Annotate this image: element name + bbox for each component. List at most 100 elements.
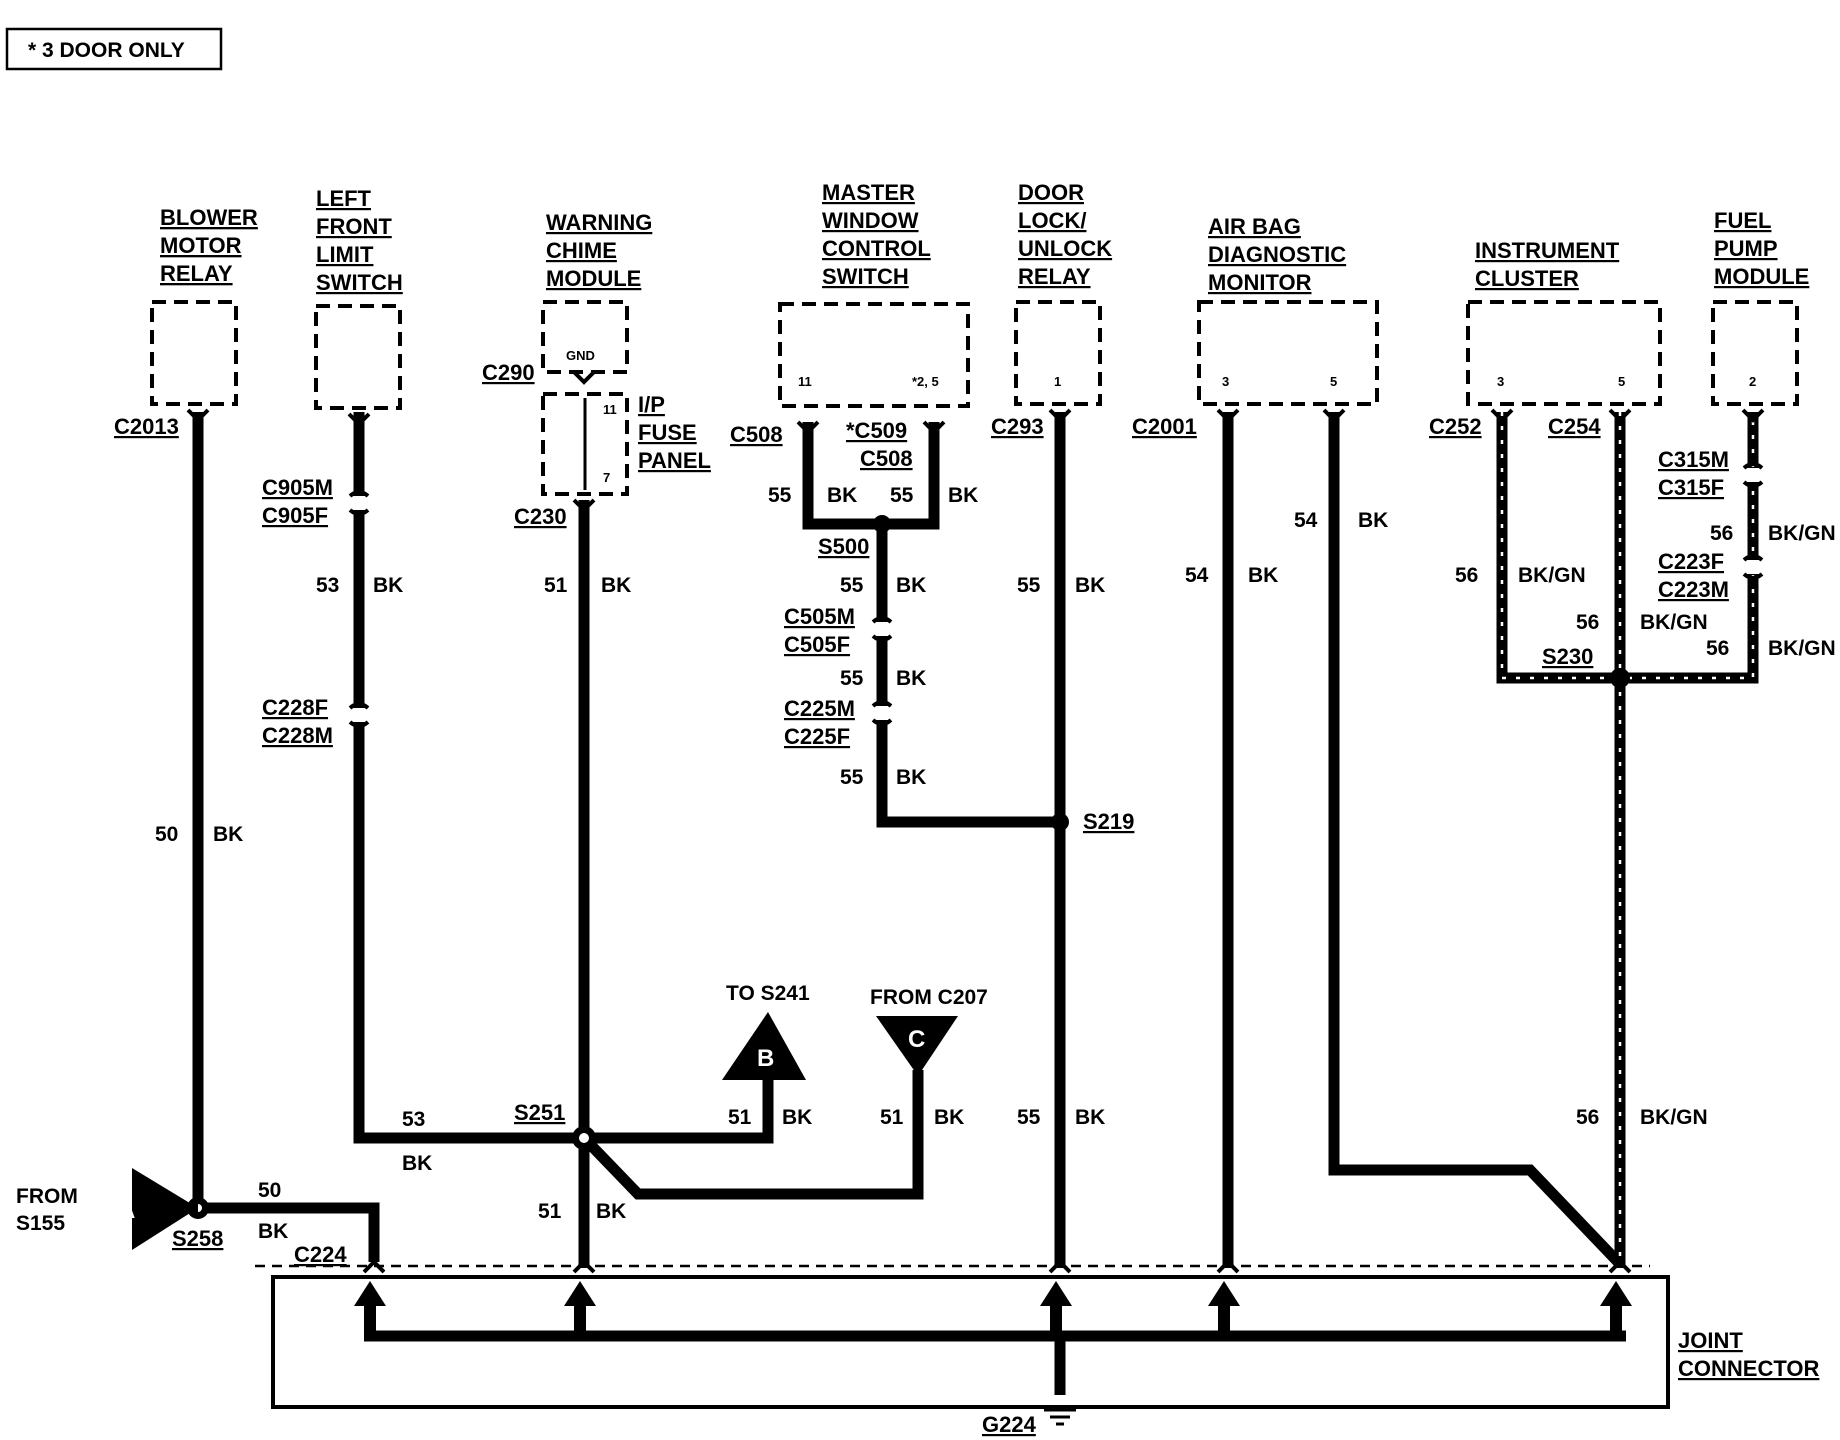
wl-55g-num: 55	[1017, 1106, 1041, 1129]
fuse-title-3: PANEL	[638, 448, 711, 473]
offpage-c-text: FROM C207	[870, 986, 988, 1009]
label-c905m: C905M	[262, 475, 333, 500]
wl-56e-num: 56	[1576, 1106, 1599, 1129]
connector-arcs	[348, 462, 1764, 728]
wl-56c-num: 56	[1710, 522, 1733, 545]
wl-55b-color: BK	[948, 484, 978, 507]
offpage-c-triangle	[876, 1016, 958, 1076]
blower-title: BLOWER MOTOR RELAY	[160, 205, 258, 286]
wl-51d-num: 51	[538, 1200, 562, 1223]
label-c254: C254	[1548, 414, 1601, 439]
splice-s230-dot	[1610, 668, 1630, 688]
label-c293: C293	[991, 414, 1044, 439]
wl-54b-color: BK	[1358, 509, 1388, 532]
wl-53-color: BK	[373, 574, 403, 597]
offpage-b-letter: B	[757, 1045, 774, 1072]
wl-55b-num: 55	[890, 484, 914, 507]
offpage-c-letter: C	[908, 1026, 925, 1053]
wl-56e-color: BK/GN	[1640, 1106, 1708, 1129]
label-c225f: C225F	[784, 724, 850, 749]
wl-51c-color: BK	[934, 1106, 964, 1129]
label-c228f: C228F	[262, 695, 328, 720]
limit-title-3: LIMIT	[316, 242, 374, 267]
fuel-pin-2: 2	[1749, 374, 1756, 389]
wl-56a-num: 56	[1455, 564, 1478, 587]
blower-motor-relay-box	[150, 300, 238, 406]
airbag-title-3: MONITOR	[1208, 270, 1312, 295]
offpage-a-text-2: S155	[16, 1212, 65, 1235]
airbag-title-2: DIAGNOSTIC	[1208, 242, 1346, 267]
label-c252: C252	[1429, 414, 1482, 439]
wl-56b-color: BK/GN	[1640, 611, 1708, 634]
wl-55g-color: BK	[1075, 1106, 1105, 1129]
air-bag-monitor-box	[1197, 300, 1379, 406]
wire-53-limit	[353, 412, 584, 1144]
blower-title-1: BLOWER	[160, 205, 258, 230]
label-c505f: C505F	[784, 632, 850, 657]
wl-54a-num: 54	[1185, 564, 1209, 587]
wl-55f-color: BK	[1075, 574, 1105, 597]
wl-50-color: BK	[213, 823, 243, 846]
limit-title-1: LEFT	[316, 186, 372, 211]
label-c230: C230	[514, 504, 567, 529]
blower-title-3: RELAY	[160, 261, 233, 286]
door-title-3: UNLOCK	[1018, 236, 1112, 261]
wl-56a-color: BK/GN	[1518, 564, 1586, 587]
offpage-a-letter: A	[118, 1197, 135, 1224]
joint-title-1: JOINT	[1678, 1328, 1743, 1353]
wl-51b-color: BK	[782, 1106, 812, 1129]
ground-symbol	[1044, 1408, 1076, 1426]
label-c228m: C228M	[262, 723, 333, 748]
splice-s500-dot	[873, 515, 891, 533]
chime-title-3: MODULE	[546, 266, 641, 291]
wire-50-to-c224	[198, 1202, 380, 1262]
door-lock-relay-box	[1014, 300, 1102, 406]
wire-55-window	[802, 422, 940, 530]
label-c508-right: C508	[860, 446, 913, 471]
label-s251: S251	[514, 1100, 565, 1125]
label-c290: C290	[482, 360, 535, 385]
label-c905f: C905F	[262, 503, 328, 528]
wl-55e-color: BK	[896, 766, 926, 789]
limit-title-2: FRONT	[316, 214, 392, 239]
wl-55c-color: BK	[896, 574, 926, 597]
wl-56c-color: BK/GN	[1768, 522, 1836, 545]
wl-50b-color: BK	[258, 1220, 288, 1243]
offpage-a-text-1: FROM	[16, 1185, 78, 1208]
label-c223f: C223F	[1658, 549, 1724, 574]
limit-title-4: SWITCH	[316, 270, 403, 295]
label-s258: S258	[172, 1226, 223, 1251]
label-g224: G224	[982, 1412, 1037, 1437]
wl-50b-num: 50	[258, 1179, 281, 1202]
blower-title-2: MOTOR	[160, 233, 242, 258]
label-c2013: C2013	[114, 414, 179, 439]
wire-54-airbag-5	[1328, 412, 1622, 1266]
joint-connector-box	[271, 1275, 1670, 1409]
door-pin-1: 1	[1054, 374, 1061, 389]
wl-53b-num: 53	[402, 1108, 425, 1131]
wl-54b-num: 54	[1294, 509, 1318, 532]
window-title-1: MASTER	[822, 180, 915, 205]
airbag-pin-5: 5	[1330, 374, 1337, 389]
label-c505m: C505M	[784, 604, 855, 629]
note-text: * 3 DOOR ONLY	[28, 39, 185, 62]
label-c509: *C509	[846, 418, 907, 443]
wl-55d-num: 55	[840, 667, 864, 690]
fuel-title-1: FUEL	[1714, 208, 1771, 233]
wl-55d-color: BK	[896, 667, 926, 690]
window-pin-11: 11	[798, 374, 812, 389]
fuel-pump-module-box	[1711, 300, 1799, 406]
cluster-title-2: CLUSTER	[1475, 266, 1579, 291]
label-c315f: C315F	[1658, 475, 1724, 500]
wl-51d-color: BK	[596, 1200, 626, 1223]
pin-connector-marks	[186, 370, 1765, 513]
wl-55a-num: 55	[768, 484, 792, 507]
window-title-2: WINDOW	[822, 208, 919, 233]
fuel-title-2: PUMP	[1714, 236, 1778, 261]
joint-arrows	[354, 1281, 1632, 1336]
joint-title-2: CONNECTOR	[1678, 1356, 1819, 1381]
master-window-control-switch-box	[778, 302, 970, 408]
instrument-cluster-box	[1466, 300, 1662, 406]
label-c224: C224	[294, 1242, 347, 1267]
